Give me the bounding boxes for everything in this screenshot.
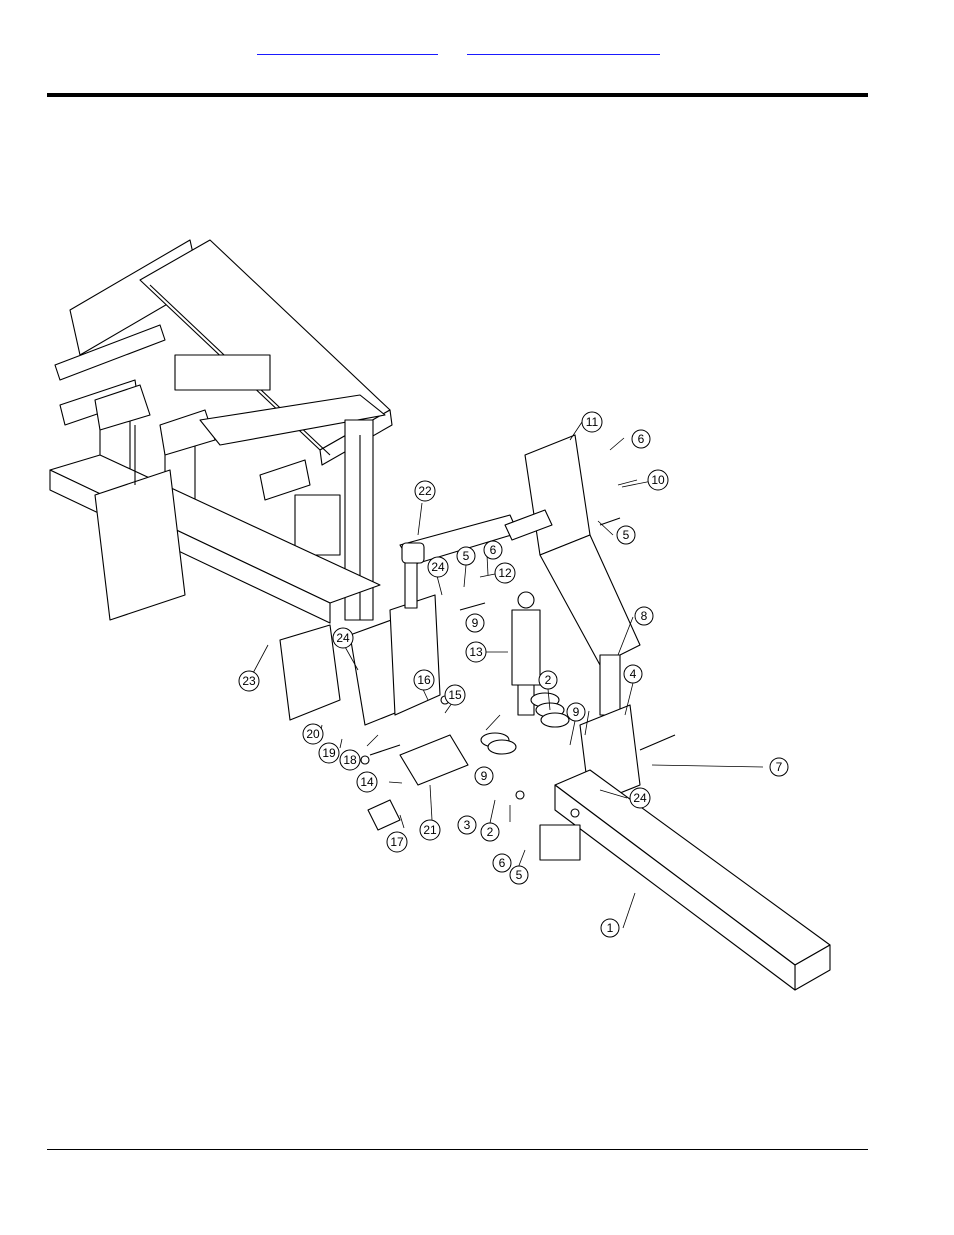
callout-9: 9 xyxy=(474,766,494,786)
part-label-15: 15 xyxy=(448,688,462,702)
callout-5: 5 xyxy=(616,525,636,545)
callout-6: 6 xyxy=(631,429,651,449)
part-label-11: 11 xyxy=(586,415,599,429)
part-label-10: 10 xyxy=(651,473,665,487)
part-label-22: 22 xyxy=(418,484,432,498)
part-label-5: 5 xyxy=(623,528,630,542)
part-label-2: 2 xyxy=(545,673,552,687)
part-label-24: 24 xyxy=(633,791,647,805)
toolbar-beam xyxy=(539,769,831,991)
callout-6: 6 xyxy=(483,540,503,560)
part-label-23: 23 xyxy=(242,674,256,688)
part-label-6: 6 xyxy=(638,432,645,446)
callout-2: 2 xyxy=(480,822,500,842)
callout-2: 2 xyxy=(538,670,558,690)
part-label-21: 21 xyxy=(423,823,437,837)
header-link[interactable] xyxy=(257,40,438,55)
callout-5: 5 xyxy=(456,546,476,566)
callout-3: 3 xyxy=(457,815,477,835)
hydraulic-cylinder xyxy=(511,591,541,716)
callout-24: 24 xyxy=(629,787,651,809)
part-label-20: 20 xyxy=(306,727,320,741)
part-label-12: 12 xyxy=(498,566,512,580)
latch-assembly xyxy=(367,734,469,831)
callout-1: 1 xyxy=(600,918,620,938)
callout-20: 20 xyxy=(302,723,324,745)
part-label-24: 24 xyxy=(431,560,445,574)
callout-4: 4 xyxy=(623,664,643,684)
tower-bracket xyxy=(504,434,641,666)
part-label-14: 14 xyxy=(360,775,374,789)
callouts: 1 2 2 3 4 5 5 5 6 6 6 7 8 9 9 9 10 11 12… xyxy=(238,411,789,938)
callout-21: 21 xyxy=(419,819,441,841)
part-label-1: 1 xyxy=(607,921,614,935)
upper-link xyxy=(399,514,519,609)
callout-18: 18 xyxy=(339,749,361,771)
part-label-4: 4 xyxy=(630,667,637,681)
callout-9: 9 xyxy=(465,613,485,633)
exploded-parts-diagram: 1 2 2 3 4 5 5 5 6 6 6 7 8 9 9 9 10 11 12… xyxy=(49,239,831,991)
part-label-8: 8 xyxy=(641,609,648,623)
callout-24: 24 xyxy=(427,556,449,578)
callout-7: 7 xyxy=(769,757,789,777)
callout-22: 22 xyxy=(414,480,436,502)
mount-plate xyxy=(279,594,441,726)
callout-15: 15 xyxy=(444,684,466,706)
callout-6: 6 xyxy=(492,853,512,873)
part-label-9: 9 xyxy=(481,769,488,783)
part-label-6: 6 xyxy=(490,543,497,557)
part-label-9: 9 xyxy=(472,616,479,630)
callout-12: 12 xyxy=(494,562,516,584)
part-label-2: 2 xyxy=(487,825,494,839)
part-label-16: 16 xyxy=(417,673,431,687)
callout-13: 13 xyxy=(465,641,487,663)
footer-rule xyxy=(47,1149,868,1150)
callout-11: 11 xyxy=(581,411,603,433)
part-label-13: 13 xyxy=(469,645,483,659)
spring-stack xyxy=(480,692,570,755)
part-label-3: 3 xyxy=(464,818,471,832)
callout-9: 9 xyxy=(566,702,586,722)
callout-17: 17 xyxy=(386,831,408,853)
callout-10: 10 xyxy=(647,469,669,491)
main-frame xyxy=(49,239,393,624)
part-label-5: 5 xyxy=(463,549,470,563)
callout-24: 24 xyxy=(332,627,354,649)
callout-8: 8 xyxy=(634,606,654,626)
part-label-17: 17 xyxy=(390,835,404,849)
part-label-19: 19 xyxy=(322,746,336,760)
callout-19: 19 xyxy=(318,742,340,764)
part-label-6: 6 xyxy=(499,856,506,870)
callout-14: 14 xyxy=(356,771,378,793)
part-label-5: 5 xyxy=(516,868,523,882)
callout-5: 5 xyxy=(509,865,529,885)
part-label-18: 18 xyxy=(343,753,357,767)
part-label-24: 24 xyxy=(336,631,350,645)
header-rule xyxy=(47,93,868,97)
callout-23: 23 xyxy=(238,670,260,692)
part-label-7: 7 xyxy=(776,760,783,774)
header-link[interactable] xyxy=(467,40,660,55)
callout-16: 16 xyxy=(413,669,435,691)
part-label-9: 9 xyxy=(573,705,580,719)
